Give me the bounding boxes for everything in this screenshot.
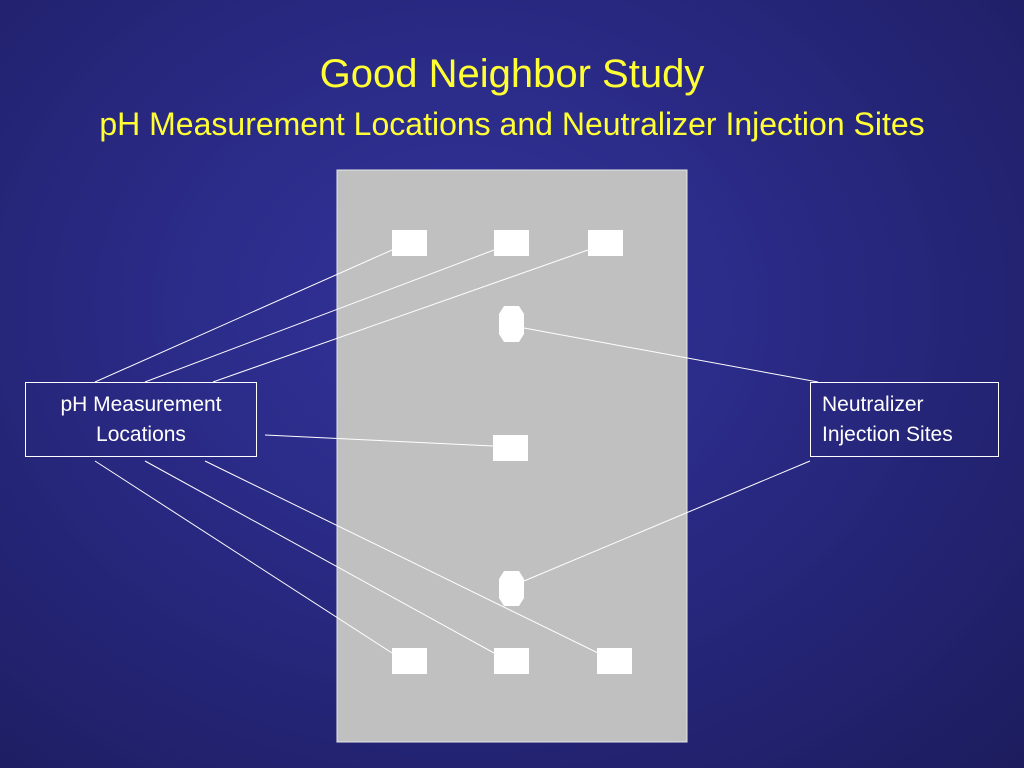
connector-line <box>94 460 393 654</box>
connector-line <box>523 460 811 582</box>
page-subtitle: pH Measurement Locations and Neutralizer… <box>99 106 925 142</box>
ph-measurement-marker <box>494 648 529 674</box>
connector-line <box>144 249 495 383</box>
injection-label-line-2: Injection Sites <box>822 422 953 446</box>
connector-line <box>204 460 599 654</box>
injection-sites-label: Neutralizer Injection Sites <box>810 382 999 457</box>
ph-measurement-label: pH Measurement Locations <box>25 382 257 457</box>
connector-line <box>212 249 589 383</box>
ph-label-line-1: pH Measurement <box>60 392 222 416</box>
injection-label-line-1: Neutralizer <box>822 392 924 416</box>
ph-markers <box>392 230 632 674</box>
injection-markers <box>499 306 524 606</box>
connector-line <box>523 327 819 383</box>
connector-line <box>144 460 495 654</box>
connector-line <box>94 249 393 383</box>
ph-measurement-marker <box>597 648 632 674</box>
ph-measurement-marker <box>392 230 427 256</box>
connector-lines <box>94 249 819 654</box>
injection-site-marker <box>499 571 524 606</box>
ph-measurement-marker <box>494 230 529 256</box>
ph-label-line-2: Locations <box>96 422 186 446</box>
ph-measurement-marker <box>493 435 528 461</box>
connector-line <box>264 434 494 447</box>
page-title: Good Neighbor Study <box>319 52 705 96</box>
injection-site-marker <box>499 306 524 342</box>
ph-measurement-marker <box>392 648 427 674</box>
ph-measurement-marker <box>588 230 623 256</box>
